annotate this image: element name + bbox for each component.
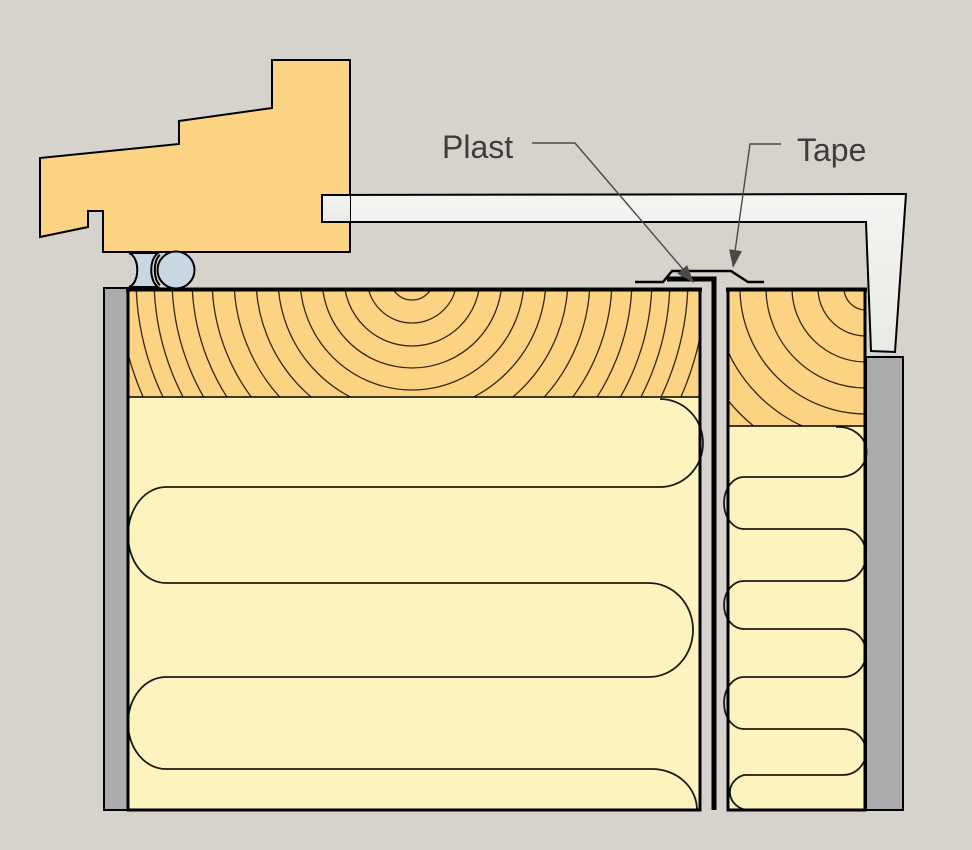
flashing-notch	[321, 194, 350, 223]
sheathing-board-right	[865, 356, 904, 811]
insulation-batt-left	[128, 397, 700, 810]
insulation-batt-right	[728, 426, 865, 810]
tape-arrowhead-icon	[729, 249, 742, 268]
gasket-o-ring	[156, 250, 196, 290]
plast-arrowhead-icon	[677, 265, 694, 283]
tape-label: Tape	[797, 132, 866, 168]
vapour-barrier-plast	[667, 276, 717, 810]
sealing-tape	[635, 269, 764, 284]
gasket-inner-arc	[153, 254, 161, 286]
cladding-profile	[39, 59, 351, 253]
tape-leader-line	[732, 143, 781, 267]
timber-stud-right	[728, 290, 865, 426]
wood-grain-left	[128, 290, 700, 397]
insulation-pattern-left	[127, 398, 704, 811]
gasket-spool	[128, 252, 162, 288]
plast-label: Plast	[442, 129, 513, 165]
sheathing-board-left	[103, 287, 129, 811]
plast-leader-line	[532, 142, 695, 283]
